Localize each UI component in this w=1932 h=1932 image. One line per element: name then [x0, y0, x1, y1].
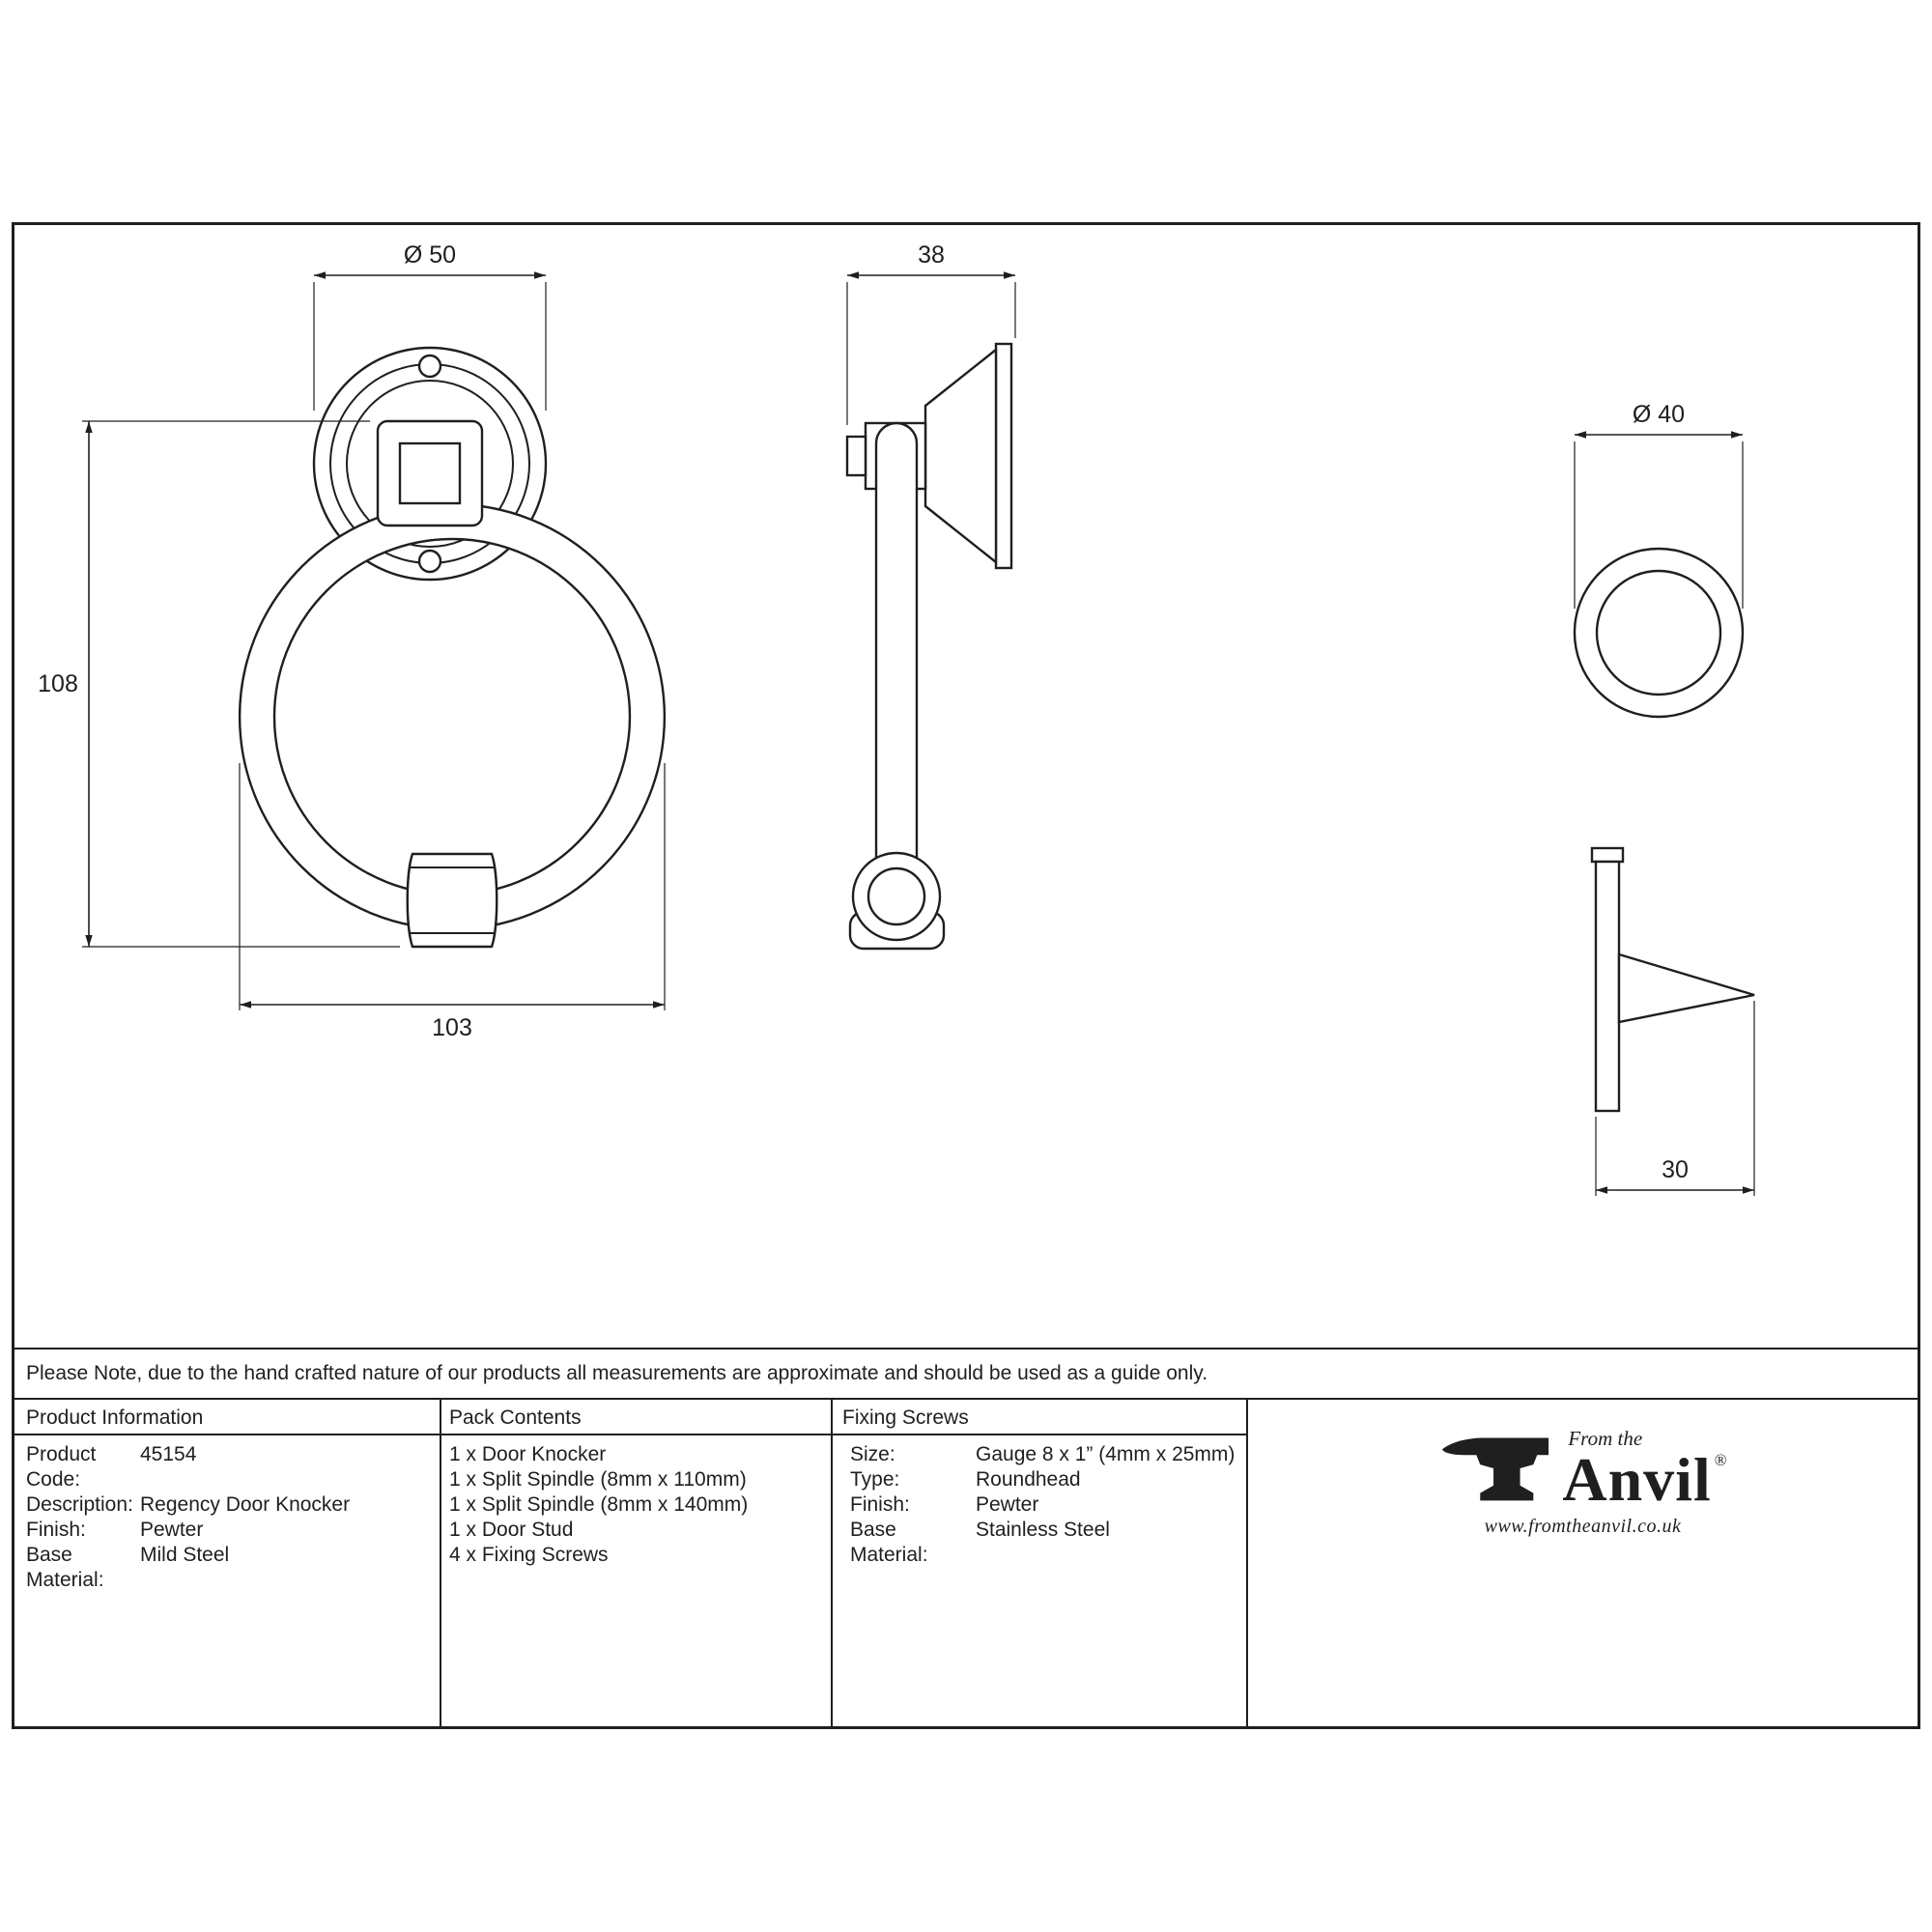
ring-profile [874, 421, 919, 874]
dimension-stud-diameter: Ø 40 [1574, 401, 1744, 609]
field-value: Gauge 8 x 1” (4mm x 25mm) [976, 1443, 1236, 1465]
table-row: Finish: Pewter [850, 1492, 1241, 1518]
registered-mark: ® [1714, 1451, 1727, 1469]
dimension-overall-height: 108 [38, 420, 400, 948]
table-row: Description: Regency Door Knocker [26, 1492, 432, 1518]
bead-profile-inner [867, 867, 926, 926]
field-value: Stainless Steel [976, 1519, 1110, 1541]
table-row: Product Code: 45154 [26, 1442, 432, 1492]
dim-label-side-projection: 38 [918, 242, 945, 269]
pack-contents-section: 1 x Door Knocker 1 x Split Spindle (8mm … [449, 1442, 826, 1568]
table-header-row: Product Information Pack Contents Fixing… [14, 1398, 1918, 1434]
rose-inner [346, 380, 514, 548]
field-value: Roundhead [976, 1468, 1081, 1491]
dim-label-ring-width: 103 [432, 1014, 472, 1041]
header-fixing-screws: Fixing Screws [842, 1406, 969, 1429]
header-product-information: Product Information [26, 1406, 204, 1429]
dim-label-stud-projection: 30 [1662, 1156, 1689, 1183]
anvil-icon [1442, 1437, 1549, 1501]
product-information-section: Product Code: 45154 Description: Regency… [26, 1442, 432, 1593]
stud-spike [1617, 952, 1755, 1024]
dimension-ring-width: 103 [239, 763, 666, 1041]
column-divider-2 [831, 1398, 833, 1726]
stud-cap-profile [1590, 846, 1625, 864]
table-row: Base Material: Stainless Steel [850, 1518, 1241, 1568]
screw-top [417, 354, 442, 379]
column-divider-1 [440, 1398, 441, 1726]
technical-drawing: Ø 50 108 103 [38, 242, 1755, 1196]
dim-label-overall-height: 108 [38, 670, 78, 697]
brand-logo-cell: From the Anvil ® www.fromtheanvil.co.uk [1248, 1398, 1918, 1726]
list-item: 1 x Door Knocker [449, 1443, 607, 1465]
rose-rim-profile [994, 342, 1013, 570]
field-label: Base Material: [26, 1544, 104, 1591]
table-row: Finish: Pewter [26, 1518, 432, 1543]
header-underline [14, 1434, 1248, 1435]
brand-website: www.fromtheanvil.co.uk [1484, 1515, 1682, 1537]
note-text: Please Note, due to the hand crafted nat… [26, 1362, 1208, 1384]
stud-front-view: Ø 40 [1573, 401, 1745, 719]
dim-label-stud-diameter: Ø 40 [1633, 401, 1685, 428]
field-label: Base Material: [850, 1519, 928, 1566]
stud-side-view: 30 [1590, 846, 1755, 1196]
dimension-side-projection: 38 [846, 242, 1016, 425]
dim-label-rose-diameter: Ø 50 [404, 242, 456, 269]
field-value: Mild Steel [140, 1544, 230, 1566]
stud-plate-profile [1594, 860, 1621, 1113]
field-label: Size: [850, 1443, 895, 1465]
note-row: Please Note, due to the hand crafted nat… [14, 1348, 1918, 1398]
field-value: Pewter [140, 1519, 204, 1541]
column-divider-3 [1246, 1398, 1248, 1726]
field-label: Product Code: [26, 1443, 97, 1491]
front-view: Ø 50 108 103 [38, 242, 667, 1041]
fixing-screws-section: Size: Gauge 8 x 1” (4mm x 25mm) Type: Ro… [850, 1442, 1241, 1568]
dimension-rose-diameter: Ø 50 [313, 242, 547, 411]
header-pack-contents: Pack Contents [449, 1406, 582, 1429]
brand-words: From the Anvil ® [1562, 1427, 1726, 1510]
table-row: Size: Gauge 8 x 1” (4mm x 25mm) [850, 1442, 1241, 1467]
list-item: 1 x Split Spindle (8mm x 140mm) [449, 1493, 749, 1516]
spec-sheet: Ø 50 108 103 [12, 222, 1920, 1729]
field-value: Pewter [976, 1493, 1039, 1516]
list-item: 1 x Split Spindle (8mm x 110mm) [449, 1468, 747, 1491]
field-value: 45154 [140, 1443, 197, 1465]
brand-name-row: Anvil ® [1562, 1445, 1727, 1514]
field-label: Description: [26, 1493, 133, 1516]
field-value: Regency Door Knocker [140, 1493, 351, 1516]
field-label: Finish: [850, 1493, 910, 1516]
spindle-profile [845, 435, 867, 477]
side-view: 38 [845, 242, 1016, 951]
dimension-stud-projection: 30 [1595, 1001, 1755, 1196]
stud-inner [1595, 569, 1722, 696]
list-item: 1 x Door Stud [449, 1519, 574, 1541]
table-row: Base Material: Mild Steel [26, 1543, 432, 1593]
rose-cone-profile [923, 347, 998, 565]
brand-tagline: From the [1568, 1427, 1643, 1450]
brand-name: Anvil [1562, 1445, 1712, 1514]
list-item: 4 x Fixing Screws [449, 1544, 609, 1566]
spindle-hole [398, 441, 462, 505]
striker-bead [406, 852, 498, 949]
field-label: Finish: [26, 1519, 86, 1541]
screw-bottom [417, 549, 442, 574]
table-row: Type: Roundhead [850, 1467, 1241, 1492]
brand-logo: From the Anvil ® [1438, 1427, 1727, 1510]
field-label: Type: [850, 1468, 900, 1491]
